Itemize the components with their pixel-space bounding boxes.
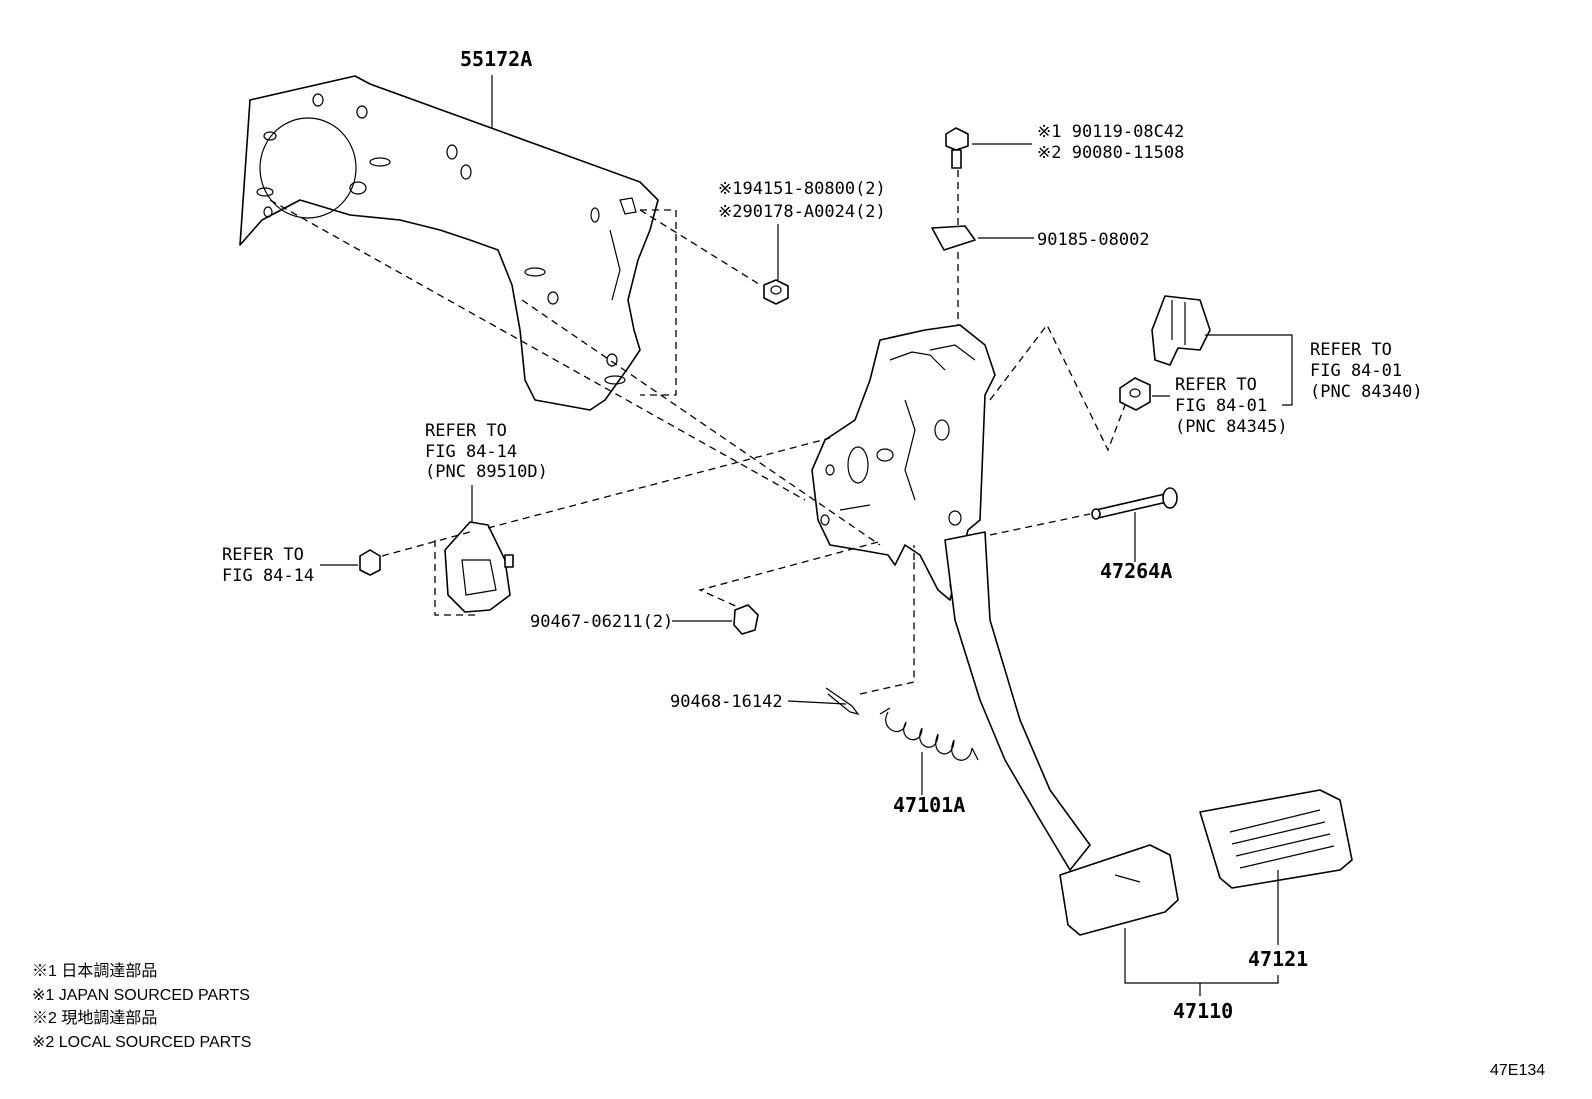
- note-1-jp: ※1 日本調達部品: [32, 962, 157, 980]
- note-1-en: ※1 JAPAN SOURCED PARTS: [32, 987, 250, 1004]
- label-90468: 90468-16142: [670, 692, 783, 712]
- label-pnc-89510d: (PNC 89510D): [425, 462, 548, 482]
- cotter-pin: [825, 687, 860, 715]
- sensor-nut: [359, 549, 381, 576]
- label-fig-84-01-b: FIG 84-01: [1175, 396, 1267, 416]
- label-refer-to-4: REFER TO: [222, 545, 304, 565]
- label-fig-84-01-a: FIG 84-01: [1310, 361, 1402, 381]
- label-90467: 90467-06211(2): [530, 612, 673, 632]
- label-fig-84-14-b: FIG 84-14: [222, 566, 314, 586]
- pedal-stroke-sensor: [444, 521, 514, 613]
- pedal-pad-cover: [1199, 789, 1353, 889]
- flange-bolt: [945, 127, 969, 169]
- pivot-pin: [1091, 487, 1178, 520]
- stop-lamp-cushion: [1119, 377, 1151, 411]
- note-2-en: ※2 LOCAL SOURCED PARTS: [32, 1034, 251, 1051]
- figure-code: 47E134: [1490, 1062, 1545, 1079]
- label-47121: 47121: [1248, 947, 1308, 971]
- clip-90467: [733, 604, 759, 635]
- bracket-55172a: [239, 75, 659, 411]
- note-2-jp: ※2 現地調達部品: [32, 1009, 157, 1027]
- label-refer-to-1: REFER TO: [1310, 340, 1392, 360]
- label-refer-to-3: REFER TO: [425, 421, 507, 441]
- label-nut-part2: ※290178-A0024(2): [718, 202, 886, 222]
- label-nut-part1: ※194151-80800(2): [718, 179, 886, 199]
- label-pnc-84345: (PNC 84345): [1175, 417, 1288, 437]
- label-bolt-part1: ※1 90119-08C42: [1037, 122, 1184, 142]
- brake-pedal-arm: [944, 531, 1179, 936]
- label-bolt-part2: ※2 90080-11508: [1037, 143, 1184, 163]
- flange-nut: [763, 279, 789, 305]
- label-47264a: 47264A: [1100, 559, 1172, 583]
- label-55172a: 55172A: [460, 47, 532, 71]
- return-spring: [879, 707, 979, 761]
- label-47110: 47110: [1173, 999, 1233, 1023]
- label-47101a: 47101A: [893, 793, 965, 817]
- label-refer-to-2: REFER TO: [1175, 375, 1257, 395]
- label-clip-90185: 90185-08002: [1037, 230, 1150, 250]
- stop-lamp-switch: [1151, 295, 1211, 366]
- clip-nut: [931, 225, 976, 251]
- label-pnc-84340: (PNC 84340): [1310, 382, 1423, 402]
- label-fig-84-14-a: FIG 84-14: [425, 442, 517, 462]
